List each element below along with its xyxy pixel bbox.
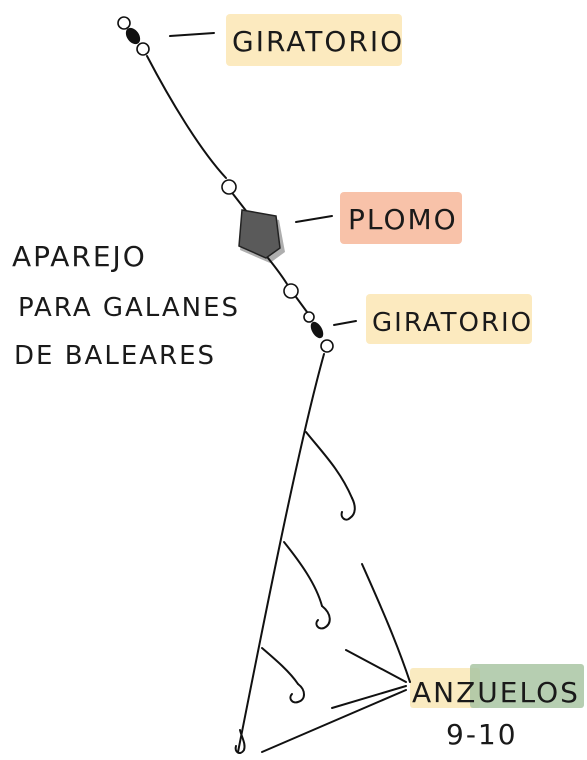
- anzuelos-pointers: [261, 563, 411, 753]
- top-swivel: [117, 16, 150, 56]
- anzuelos-highlight-right: [470, 664, 584, 708]
- giratorio-top-label: GIRATORIO: [232, 25, 404, 58]
- giratorio-top-highlight: [226, 14, 402, 66]
- hook-branch-4: [234, 729, 246, 754]
- title-line-2: PARA GALANES: [18, 293, 240, 323]
- title-line-3: DE BALEARES: [14, 341, 216, 371]
- plomo-highlight: [340, 192, 462, 244]
- hook-branch-2: [283, 541, 331, 630]
- giratorio-mid-pointer: [333, 320, 357, 326]
- middle-swivel: [303, 311, 334, 353]
- ring-to-weight-line: [232, 193, 248, 213]
- hook-branch-1: [305, 431, 356, 521]
- lead-weight: [238, 209, 285, 263]
- main-line-lower: [237, 353, 325, 753]
- giratorio-top-pointer: [169, 32, 215, 37]
- main-line-middle: [267, 257, 288, 285]
- upper-ring: [221, 179, 237, 195]
- anzuelos-highlight-left: [410, 668, 480, 708]
- title-line-1: APAREJO: [12, 240, 147, 273]
- anzuelos-label: ANZUELOS: [412, 676, 580, 709]
- giratorio-mid-highlight: [366, 294, 532, 344]
- plomo-label: PLOMO: [348, 203, 458, 236]
- main-line-upper: [146, 55, 227, 179]
- anzuelos-size-label: 9-10: [446, 718, 518, 751]
- hook-branch-3: [261, 647, 305, 704]
- plomo-pointer: [295, 215, 333, 223]
- giratorio-mid-label: GIRATORIO: [372, 308, 533, 338]
